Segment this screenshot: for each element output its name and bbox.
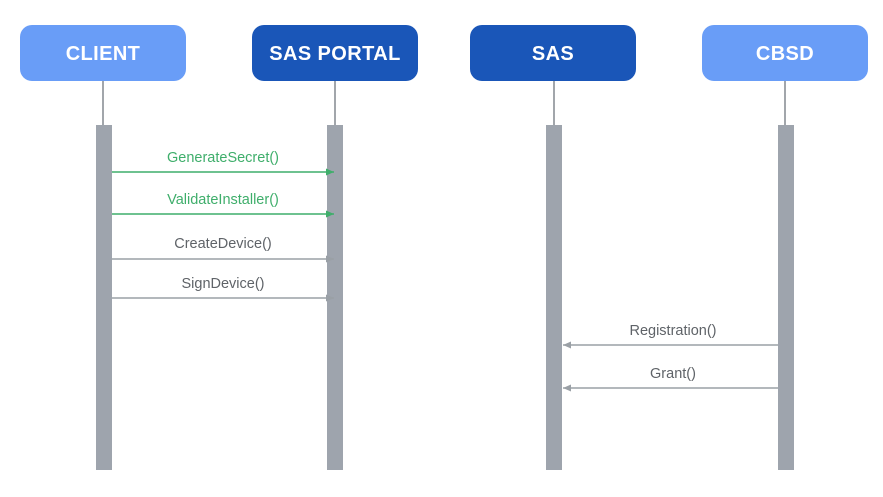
actor-box-shape-cbsd [702,25,868,81]
message-label-grant: Grant() [650,366,696,382]
actor-label-cbsd: CBSD [756,43,814,65]
actor-box-client[interactable]: CLIENT [20,25,186,81]
message-label-sign-device: SignDevice() [182,276,265,292]
messages-layer: GenerateSecret() ValidateInstaller() Creat… [112,150,778,392]
actor-label-sas-portal: SAS PORTAL [269,43,400,65]
actor-box-sas-portal[interactable]: SAS PORTAL [252,25,418,81]
message-generate-secret[interactable]: GenerateSecret() [112,150,334,176]
actor-box-shape-sas [470,25,636,81]
activation-bar-sas [546,125,562,470]
message-create-device[interactable]: CreateDevice() [112,236,334,263]
message-grant[interactable]: Grant() [563,366,778,392]
actor-box-shape-client [20,25,186,81]
actor-label-sas: SAS [532,43,574,65]
actor-box-shape-sas-portal [252,25,418,81]
actor-box-sas[interactable]: SAS [470,25,636,81]
activation-bar-client [96,125,112,470]
message-label-registration: Registration() [629,323,716,339]
lifelines-layer [102,81,786,129]
activation-bar-cbsd [778,125,794,470]
message-label-generate-secret: GenerateSecret() [167,150,279,166]
message-label-create-device: CreateDevice() [174,236,272,252]
message-validate-installer[interactable]: ValidateInstaller() [112,192,334,218]
message-label-validate-installer: ValidateInstaller() [167,192,279,208]
message-registration[interactable]: Registration() [563,323,778,349]
message-sign-device[interactable]: SignDevice() [112,276,334,302]
actor-boxes-layer: CLIENT SAS PORTAL SAS CBSD [20,25,868,81]
actor-label-client: CLIENT [66,43,141,65]
actor-box-cbsd[interactable]: CBSD [702,25,868,81]
